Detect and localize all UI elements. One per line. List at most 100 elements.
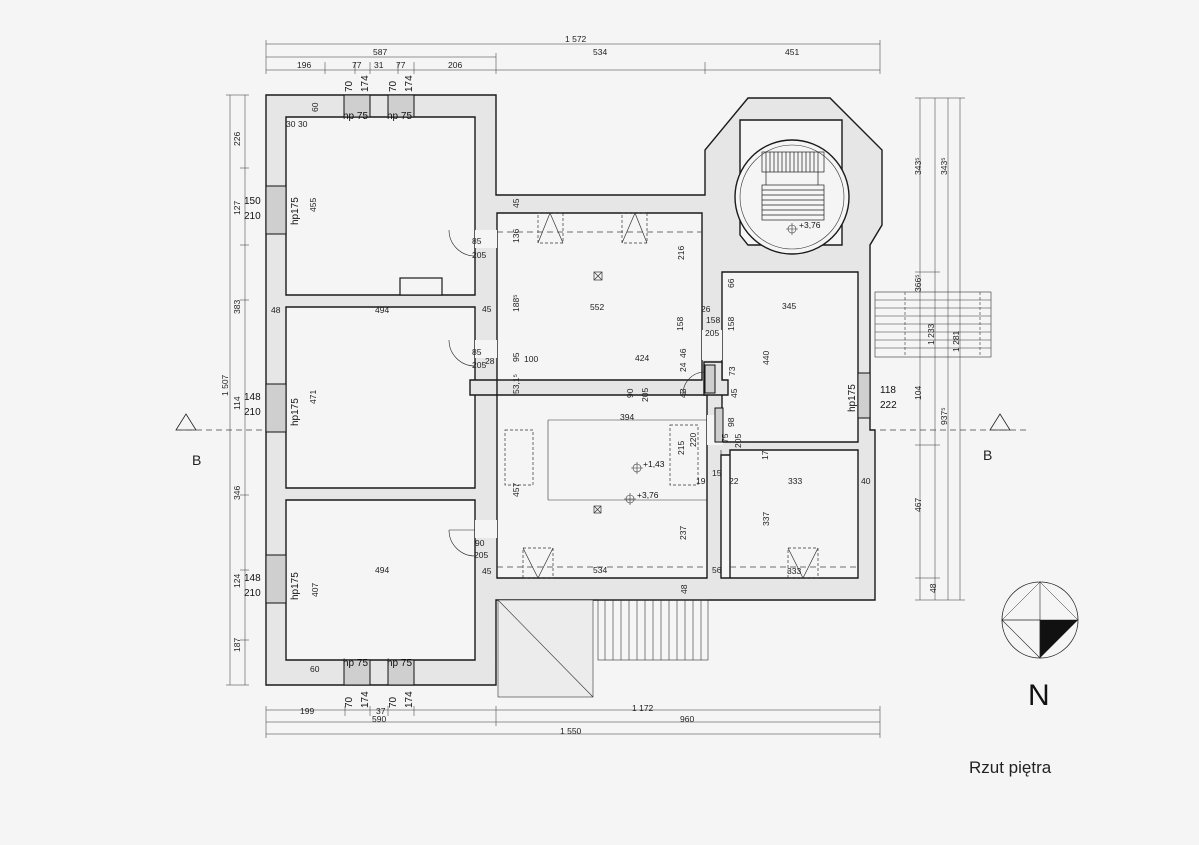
dim-label: 333 [787,566,801,576]
dim-label: 114 [232,396,242,410]
dim-label: 383 [232,300,242,314]
window-label-w8: hp175 [847,384,858,412]
dim-label: 60 [310,102,320,112]
dim-label: 394 [620,412,634,422]
dim-label: 960 [680,714,694,724]
dim-label: 590 [372,714,386,724]
dim-label: 424 [635,353,649,363]
dim-label: 337 [761,512,771,526]
window-width-w6: 148 [244,392,261,403]
dim-label: 48 [271,305,281,315]
dim-label: 43 [678,388,688,398]
north-arrow: N [1001,581,1079,712]
dim-label: 75 [720,433,730,443]
dim-label: 1 507 [220,374,230,396]
level-mark-tower: +3,76 [786,220,821,235]
window-label-w6: hp175 [290,398,301,426]
dim-label: 24 [678,362,688,372]
spiral-stair [761,151,825,221]
dim-label: 19 [696,476,706,486]
windows: hp 75 hp 75 hp 75 hp 75 hp175 hp175 hp17… [244,75,897,708]
dim-label: 158 [706,315,720,325]
dim-label: 188⁵ [511,294,521,312]
dimension-lines [226,40,965,738]
dim-label: 237 [678,526,688,540]
window-height-w2: 174 [404,75,415,92]
dim-label: 343⁵ [913,157,923,175]
drawing-title: Rzut piętra [969,758,1052,777]
window-height-w5: 210 [244,211,261,222]
level-label: +3,76 [637,490,659,500]
dim-label: 5 [678,391,688,396]
dim-label: 471 [308,390,318,404]
dim-label: 158 [675,317,685,331]
dim-label: 28 [485,356,495,366]
window-label-w2: hp 75 [387,111,412,122]
level-label: +1,43 [643,459,665,469]
window-width-w8: 118 [880,385,896,396]
dim-label: 196 [297,60,311,70]
window-label-w4: hp 75 [387,658,412,669]
dim-label: 467 [913,498,923,512]
dim-label: 15 [712,468,722,478]
dim-label: 937⁵ [939,407,949,425]
dim-label: 127 [232,201,242,215]
dim-label: 77 [352,60,362,70]
dim-label: 215 [676,441,686,455]
dim-label: 45 [729,388,739,398]
dim-label: 17 [760,450,770,460]
dim-label: 333 [788,476,802,486]
dim-label: 455 [308,198,318,212]
dim-label: 124 [232,574,242,588]
dim-label: 90 [625,388,635,398]
dim-label: 48 [928,583,938,593]
dim-label: 104 [913,386,923,400]
dim-label: 205 [705,328,719,338]
window-height-w4: 174 [404,691,415,708]
dim-label: 587 [373,47,387,57]
dim-label: 534 [593,565,607,575]
dim-label: 158 [726,317,736,331]
dim-label: 100 [524,354,538,364]
window-label-w7: hp175 [290,572,301,600]
dim-label: 494 [375,565,389,575]
dim-label: 22 [729,476,739,486]
window-label-w1: hp 75 [343,111,368,122]
dim-label: 220 [688,433,698,447]
stair-tower: +3,76 [734,139,850,255]
dim-label: 53,1⁵ [511,374,521,394]
dim-label: 45 [482,566,492,576]
dim-label: 1 550 [560,726,582,736]
dim-label: 1 172 [632,703,654,713]
dim-label: 205 [472,250,486,260]
dims-left: 226 127 383 1 507 114 346 124 187 [220,132,242,652]
dim-label: 366⁵ [913,274,923,292]
dim-label: 440 [761,351,771,365]
dims-top: 1 572 587 534 451 196 77 31 77 206 [297,34,799,70]
dim-label: 206 [448,60,462,70]
dim-label: 31 [374,60,384,70]
dim-label: 95 [511,352,521,362]
dim-label: 60 [310,664,320,674]
window-height-w7: 210 [244,588,261,599]
dim-label: 90 [475,538,485,548]
ducts [504,212,819,579]
north-label: N [1028,679,1050,712]
dims-bottom: 199 37 1 172 960 590 1 550 [300,703,694,736]
dim-label: 457 [511,483,521,497]
dim-label: 187 [232,638,242,652]
dim-label: 30 [298,119,308,129]
dim-label: 37 [376,706,386,716]
dim-label: 199 [300,706,314,716]
level-marks: +1,43 +3,76 [624,459,665,505]
dim-label: 345 [782,301,796,311]
external-stairs [497,291,992,698]
dim-label: 205 [733,434,743,448]
dim-label: 1 233 [926,323,936,345]
dim-label: 45 [511,198,521,208]
dim-label: 85 [472,236,482,246]
window-height-w6: 210 [244,407,261,418]
doors [448,229,800,557]
window-height-w3: 174 [360,691,371,708]
dim-label: 451 [785,47,799,57]
